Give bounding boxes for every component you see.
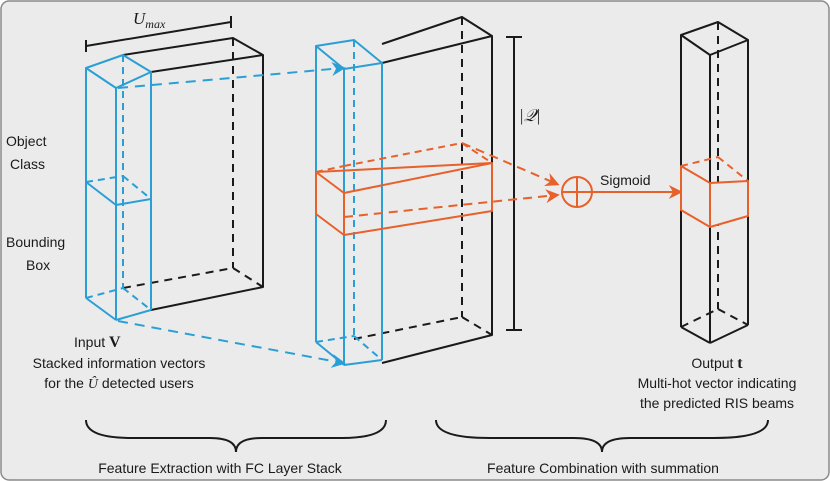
- input-label: Input V: [74, 334, 121, 351]
- orange-arrow-top: [461, 142, 560, 186]
- q-dimension: [506, 36, 522, 331]
- orange-arrow-bottom: [343, 189, 560, 218]
- input-desc-line-2: for the Û detected users: [44, 375, 193, 392]
- output-desc-line-1: Multi-hot vector indicating: [638, 375, 797, 391]
- q-size-label: |𝒬|: [519, 106, 541, 125]
- blue-arrow-top: [117, 62, 346, 89]
- input-desc-line-1: Stacked information vectors: [33, 355, 206, 371]
- left-curly-brace-icon: [85, 419, 387, 453]
- output-block: [680, 21, 749, 344]
- layer-stack-block: [315, 16, 493, 366]
- object-class-label-2: Class: [10, 156, 45, 172]
- umax-dimension: Umax: [85, 9, 232, 52]
- orange-arrows: [343, 142, 560, 218]
- input-block: [85, 37, 264, 321]
- bounding-box-label-2: Box: [26, 257, 50, 273]
- sigmoid-label: Sigmoid: [600, 172, 651, 188]
- output-desc-line-2: the predicted RIS beams: [640, 395, 794, 411]
- bounding-box-label-1: Bounding: [6, 234, 65, 250]
- circle-plus-icon: [561, 176, 593, 208]
- output-label: Output t: [691, 355, 743, 372]
- blue-arrow-bottom: [117, 320, 346, 368]
- section-label-feature-combination: Feature Combination with summation: [487, 460, 719, 476]
- blue-arrows: [117, 62, 346, 368]
- object-class-label-1: Object: [6, 133, 47, 149]
- section-label-feature-extraction: Feature Extraction with FC Layer Stack: [98, 460, 343, 476]
- umax-label: Umax: [133, 9, 166, 31]
- right-curly-brace-icon: [435, 419, 769, 453]
